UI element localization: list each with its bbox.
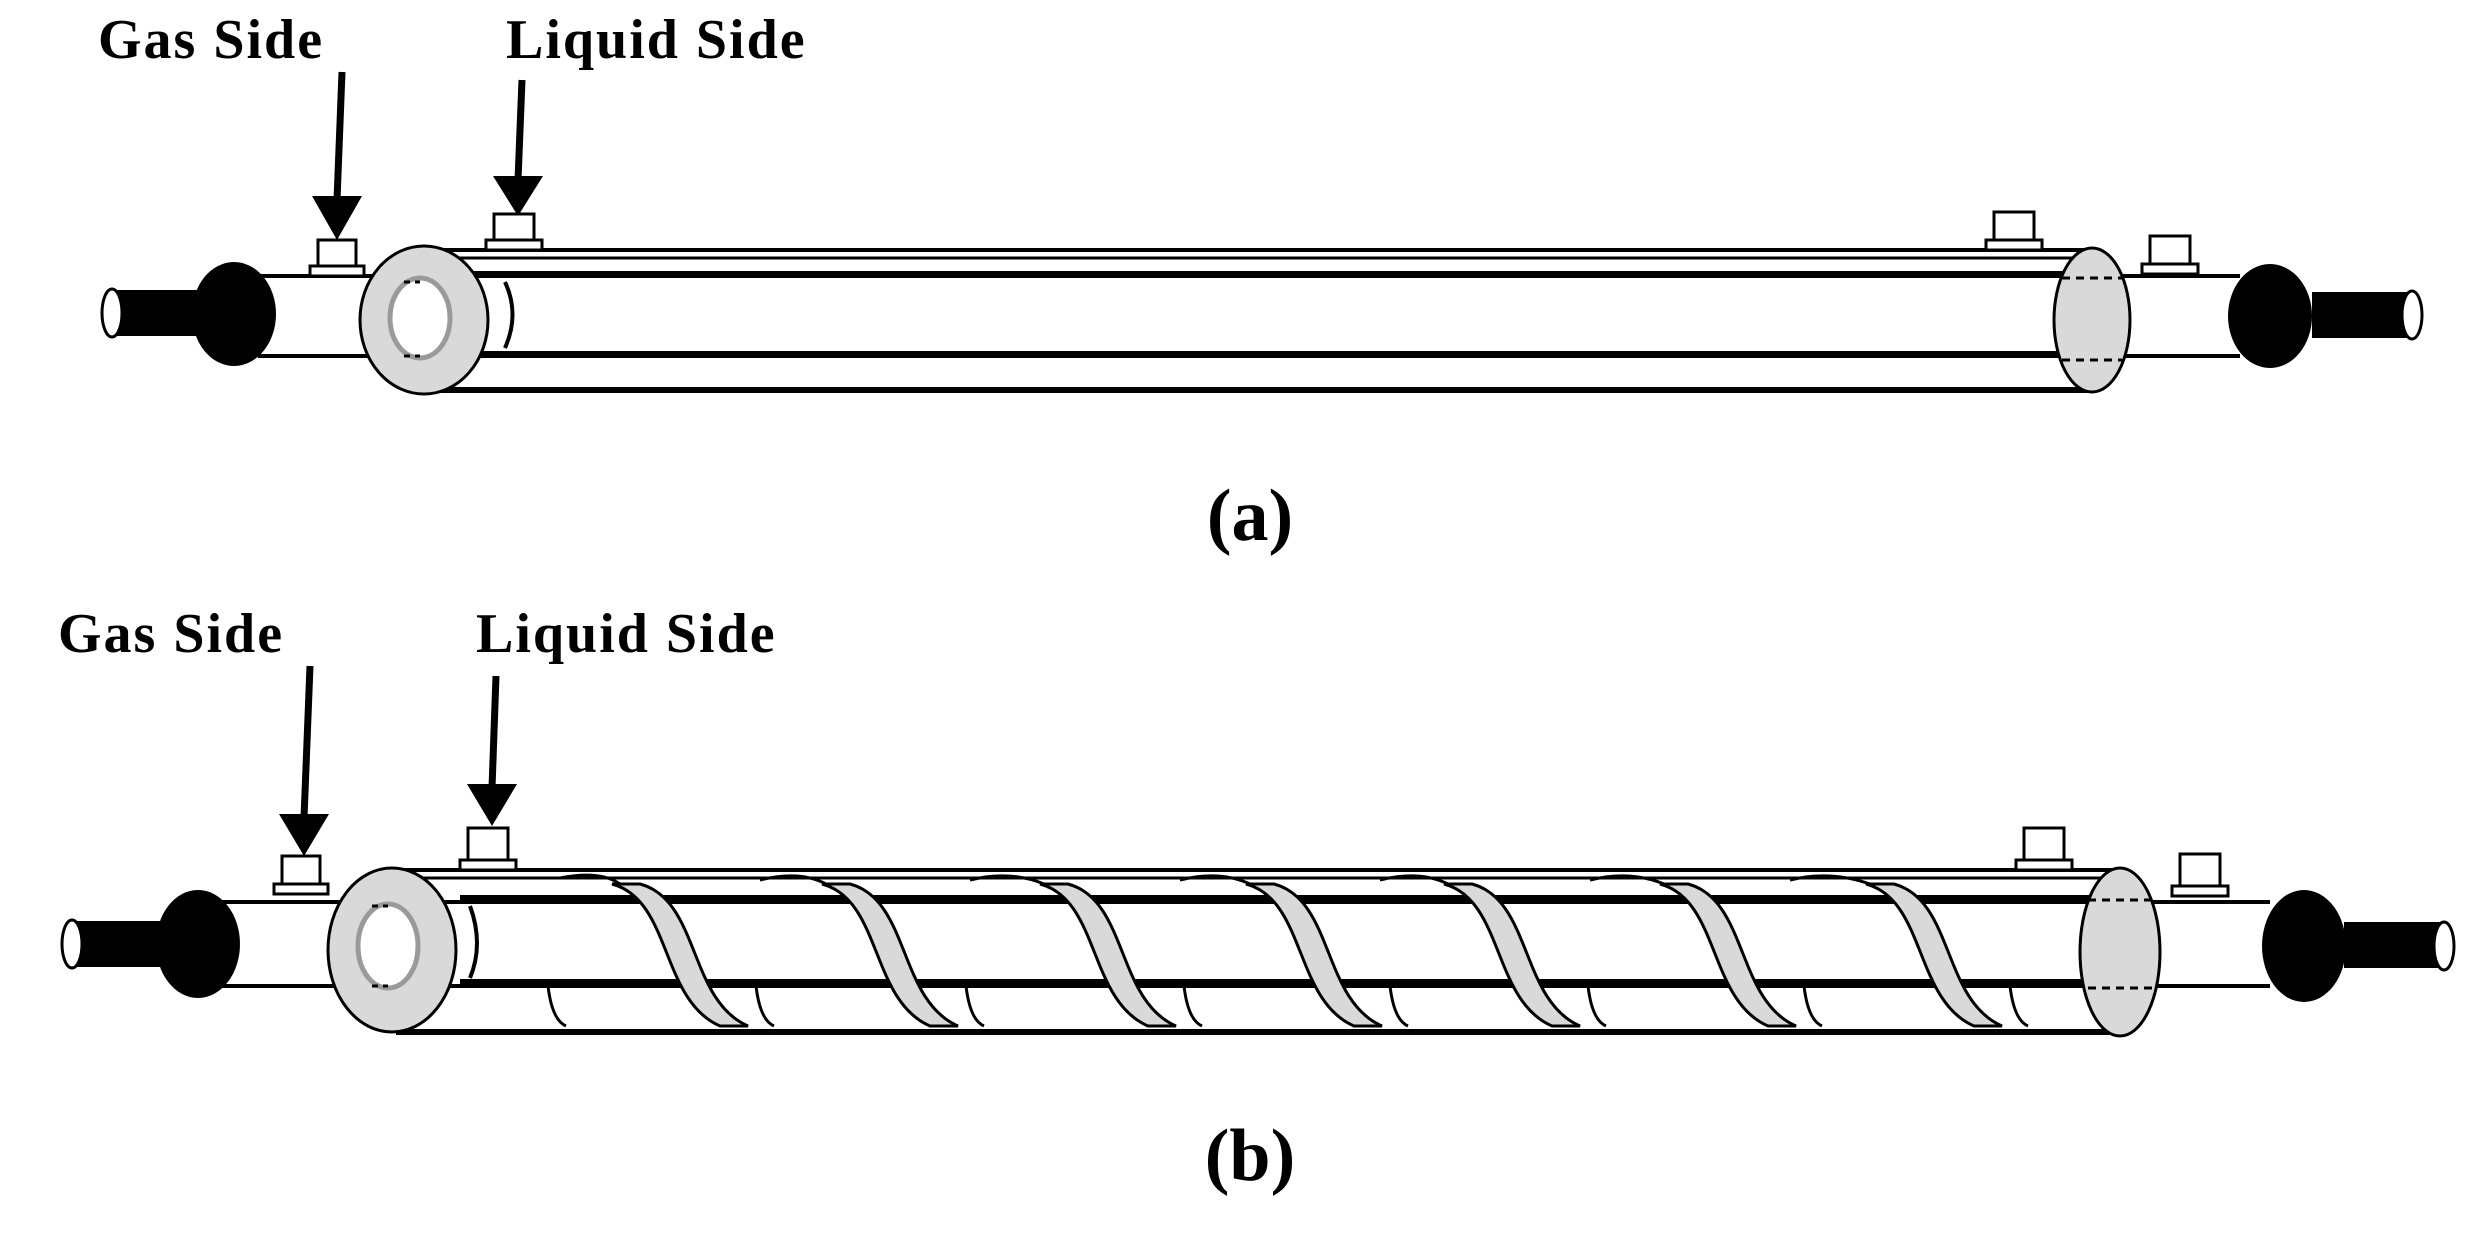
gas-port-a	[308, 238, 366, 278]
gas-side-label-b: Gas Side	[58, 603, 284, 665]
left-hose-b	[60, 890, 240, 998]
gas-side-arrow-a	[312, 71, 362, 240]
gas-side-label-a: Gas Side	[98, 9, 324, 71]
outer-shell-a	[430, 248, 2090, 393]
right-endcap-b	[2078, 866, 2162, 1038]
liquid-port-left-a	[484, 212, 544, 252]
liquid-port-right-b	[2014, 826, 2074, 872]
inner-tube-b	[220, 900, 2270, 988]
caption-a: (a)	[1207, 475, 1293, 557]
liquid-port-right-a	[1984, 210, 2044, 252]
gas-port-right-b	[2170, 852, 2230, 898]
liquid-side-label-b: Liquid Side	[476, 603, 777, 665]
panel-a: Gas Side Liquid Side	[98, 9, 2424, 557]
left-endcap-a	[358, 244, 490, 396]
caption-b: (b)	[1205, 1115, 1295, 1197]
inner-tube-a	[258, 274, 2240, 358]
left-hose-a	[100, 262, 276, 366]
gas-port-b	[272, 854, 330, 896]
liquid-side-label-a: Liquid Side	[506, 9, 807, 71]
gas-side-arrow-b	[279, 665, 329, 856]
helical-baffle	[611, 882, 2003, 1028]
left-endcap-b	[326, 866, 458, 1034]
panel-b: Gas Side Liquid Side	[58, 603, 2456, 1197]
outer-shell-b	[396, 868, 2120, 1035]
liquid-port-left-b	[458, 826, 518, 872]
right-hose-a	[2228, 264, 2424, 368]
liquid-side-arrow-a	[493, 79, 543, 216]
helix-back-arcs	[546, 873, 2029, 1028]
gas-port-right-a	[2140, 234, 2200, 276]
right-endcap-a	[2052, 246, 2132, 394]
liquid-side-arrow-b	[467, 675, 517, 826]
right-hose-b	[2262, 890, 2456, 1002]
